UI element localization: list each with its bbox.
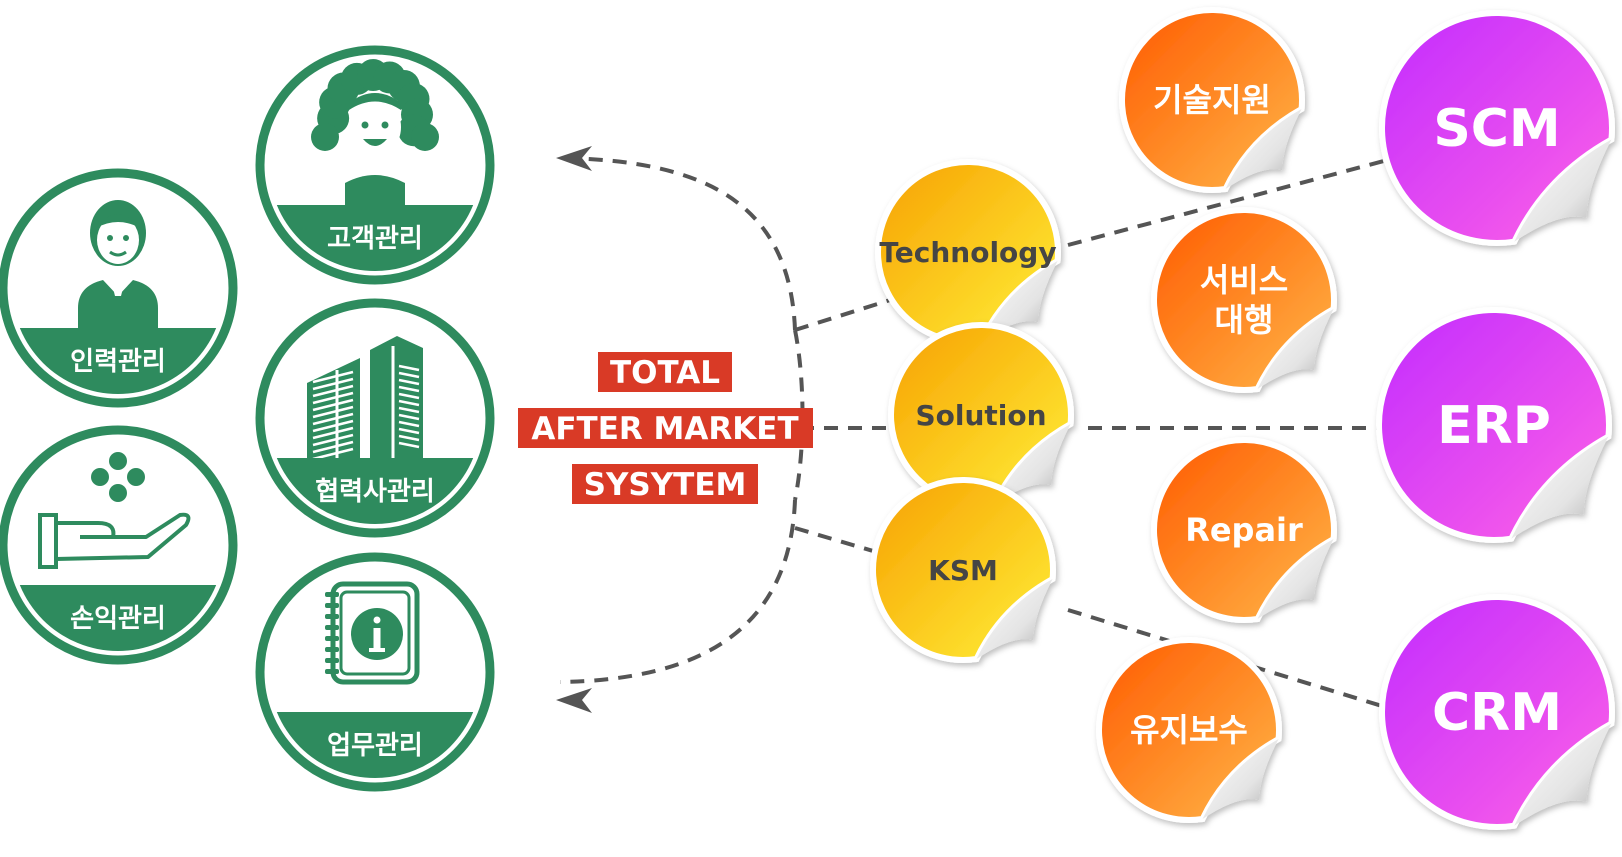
page-curl-icon (1257, 308, 1334, 389)
management-circle: 업무관리 (255, 552, 495, 792)
page-curl-icon (981, 260, 1058, 341)
page-curl-icon (1257, 538, 1334, 619)
arc-connector-bottom (559, 499, 797, 684)
page-curl-icon (1514, 723, 1612, 826)
page-curl-icon (1225, 108, 1302, 189)
sticker-label: CRM (1432, 683, 1562, 743)
title-box-1 (598, 352, 732, 392)
sticker-label: Repair (1185, 511, 1303, 549)
management-label: 인력관리 (70, 347, 166, 377)
service-node: 유지보수 (1096, 637, 1282, 823)
sticker-label: Solution (915, 399, 1046, 432)
woman-icon (311, 59, 439, 210)
core-node-ksm: KSM (870, 477, 1056, 663)
notebook-info-icon (325, 581, 420, 685)
page-curl-icon (1514, 139, 1612, 242)
page-curl-icon (994, 423, 1071, 504)
buildings-icon (307, 336, 423, 461)
management-label: 협력사관리 (315, 477, 435, 507)
management-label: 고객관리 (327, 224, 423, 254)
page-curl-icon (1202, 738, 1279, 819)
link-center-technology (794, 298, 891, 332)
core-node-technology: Technology (875, 159, 1061, 345)
page-curl-icon (1511, 436, 1609, 539)
management-label: 업무관리 (327, 731, 423, 761)
sticker-label: Technology (879, 236, 1056, 269)
service-node: 기술지원 (1119, 7, 1305, 193)
hand-coins-icon (38, 452, 191, 569)
system-node-scm: SCM (1379, 10, 1615, 246)
man-icon (78, 200, 158, 333)
label-band (269, 712, 481, 778)
system-node-erp: ERP (1376, 307, 1612, 543)
link-technology-scm (1067, 156, 1396, 247)
sticker-label: 기술지원 (1153, 81, 1271, 119)
title-box-3 (572, 464, 758, 504)
arc-connector-top (559, 156, 797, 331)
service-node: Repair (1151, 437, 1337, 623)
sticker-label: KSM (928, 554, 998, 587)
management-circle: 인력관리 (0, 168, 238, 408)
center-title: TOTAL AFTER MARKET SYSYTEM (518, 352, 813, 504)
management-circle: 손익관리 (0, 425, 238, 665)
title-line-1: TOTAL (610, 355, 720, 391)
arrow-bottom-icon (556, 688, 592, 713)
title-box-2 (518, 408, 813, 448)
sticker-label: SCM (1433, 99, 1560, 159)
arrowheads (556, 146, 592, 713)
page-curl-icon (976, 578, 1053, 659)
arrow-top-icon (556, 146, 592, 171)
sticker-label: 유지보수 (1130, 711, 1248, 749)
management-circle: 고객관리 (255, 45, 495, 285)
title-line-2: AFTER MARKET (531, 411, 798, 447)
management-label: 손익관리 (70, 604, 166, 634)
system-node-crm: CRM (1379, 594, 1615, 830)
core-node-solution: Solution (888, 322, 1074, 508)
management-circle: 협력사관리 (255, 298, 495, 538)
sticker-label: ERP (1437, 396, 1551, 456)
title-line-3: SYSYTEM (584, 467, 747, 503)
label-band (12, 585, 224, 651)
